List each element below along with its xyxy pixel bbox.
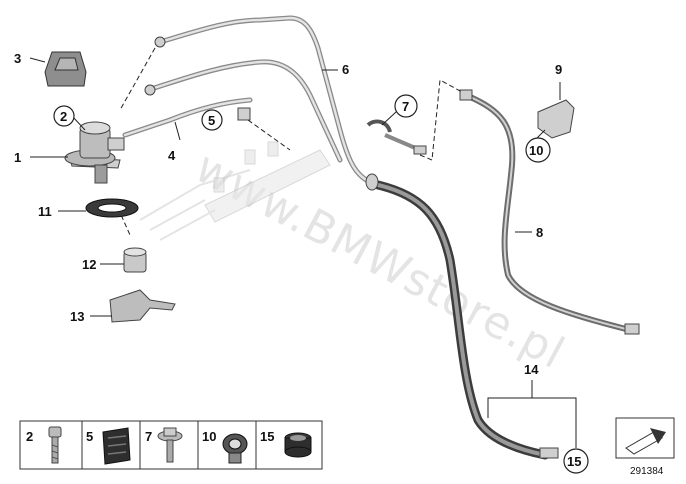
pipe-4 [122,97,253,138]
reference-number: 291384 [630,466,664,477]
callout-6: 6 [342,62,349,77]
callout-15: 15 [567,454,581,469]
legend-bolt-icon [48,426,62,464]
callout-5-circle [201,109,223,131]
callout-7: 7 [402,99,409,114]
callout-15-circle [563,448,589,474]
pipe-6 [154,15,373,185]
part-7-clip [366,119,427,155]
dashed-links [117,47,463,236]
part-9-bracket [537,99,575,139]
callout-10: 10 [529,143,543,158]
legend-label-15: 15 [260,429,274,444]
callout-5: 5 [208,113,215,128]
legend-clip-icon [102,427,131,465]
part-1-pump [64,121,125,184]
fuel-rail-ghost [139,141,331,241]
callout-12: 12 [82,257,96,272]
hose-main [365,173,559,460]
callouts: 1 2 3 4 5 6 7 8 9 10 11 12 13 14 15 [14,51,589,474]
callout-7-circle [394,94,418,118]
legend-strip: 2 5 7 10 15 [19,420,323,470]
callout-1: 1 [14,150,21,165]
callout-14: 14 [524,362,539,377]
hose-8 [459,89,640,335]
callout-4: 4 [168,148,176,163]
callout-9: 9 [555,62,562,77]
callout-10-circle [525,137,551,163]
pipe-middle [144,59,343,163]
part-12-sleeve [123,247,147,273]
callout-2-circle [53,105,75,127]
leader-lines [29,57,577,448]
legend-grommet-icon [222,433,248,464]
legend-label-10: 10 [202,429,216,444]
callout-2: 2 [60,109,67,124]
callout-8: 8 [536,225,543,240]
part-13-bracket [109,289,176,323]
callout-3: 3 [14,51,21,66]
part-3-cover [44,51,87,87]
legend-ring-icon [284,432,312,458]
legend-label-7: 7 [145,429,152,444]
callout-13: 13 [70,309,84,324]
callout-11: 11 [38,204,52,219]
legend-flange-bolt-icon [157,427,183,463]
legend-label-5: 5 [86,429,93,444]
reference-box: 291384 [615,417,675,477]
part-11-gasket [85,198,139,218]
legend-label-2: 2 [26,429,33,444]
